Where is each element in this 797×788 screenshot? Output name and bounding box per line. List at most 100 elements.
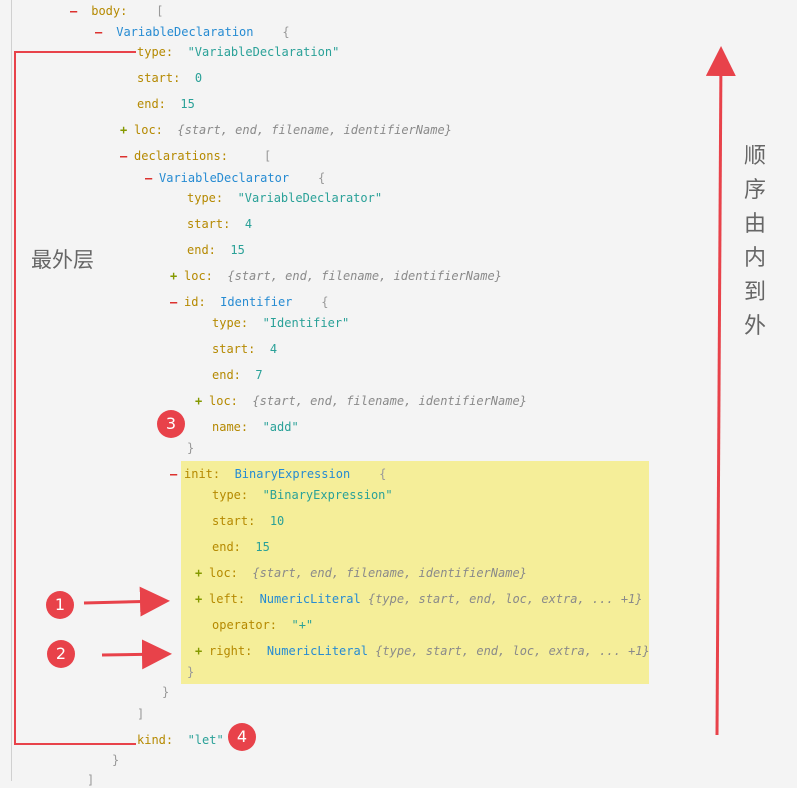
prop-key: loc: <box>184 269 213 283</box>
init-highlight <box>181 461 649 684</box>
prop-key: end: <box>137 97 166 111</box>
expand-toggle[interactable]: + <box>195 566 203 580</box>
close-brace: } <box>112 752 119 768</box>
prop-row: type: "VariableDeclarator" <box>187 190 382 206</box>
prop-key: name: <box>212 420 249 434</box>
brace: { <box>317 171 326 185</box>
prop-key: type: <box>187 191 224 205</box>
collapsed-summary[interactable]: {start, end, filename, identifierName} <box>227 269 502 283</box>
brace: } <box>162 685 170 699</box>
prop-key: type: <box>212 316 249 330</box>
prop-key: declarations: <box>134 149 228 163</box>
bracket: ] <box>87 773 95 787</box>
bracket: [ <box>264 149 272 163</box>
prop-row: name: "add" <box>212 419 299 435</box>
prop-row: operator: "+" <box>212 617 313 633</box>
prop-key: init: <box>184 467 221 481</box>
badge-2: 2 <box>47 640 75 668</box>
prop-key: start: <box>212 342 256 356</box>
prop-value: "let" <box>187 733 224 747</box>
brace: { <box>379 467 387 481</box>
brace: } <box>187 665 195 679</box>
outermost-label: 最外层 <box>31 248 94 272</box>
prop-row: end: 15 <box>137 96 195 112</box>
prop-row: kind: "let" <box>137 732 224 748</box>
brace: } <box>187 441 195 455</box>
prop-value: "Identifier" <box>262 316 350 330</box>
node-type[interactable]: BinaryExpression <box>234 467 351 481</box>
declarator-row: –VariableDeclarator { <box>145 170 325 186</box>
prop-row: start: 0 <box>137 70 202 86</box>
close-brace: } <box>162 684 169 700</box>
node-type[interactable]: Identifier <box>220 295 293 309</box>
prop-row: start: 4 <box>187 216 252 232</box>
prop-row: end: 7 <box>212 367 263 383</box>
close-brace: } <box>187 664 194 680</box>
bracket: ] <box>137 707 145 721</box>
prop-key: operator: <box>212 618 278 632</box>
prop-key: end: <box>187 243 216 257</box>
badge-4: 4 <box>228 723 256 751</box>
loc-row: +loc: {start, end, filename, identifierN… <box>120 122 452 138</box>
id-row: –id: Identifier { <box>170 294 329 310</box>
outermost-bracket-top <box>14 51 136 53</box>
collapse-toggle[interactable]: – <box>145 171 153 185</box>
collapsed-summary[interactable]: {type, start, end, loc, extra, ... +1} <box>375 644 650 658</box>
prop-key: end: <box>212 368 241 382</box>
prop-value: 0 <box>194 71 203 85</box>
prop-value: 15 <box>230 243 245 257</box>
prop-row: type: "Identifier" <box>212 315 349 331</box>
prop-value: "+" <box>291 618 314 632</box>
prop-key: start: <box>137 71 181 85</box>
prop-value: 4 <box>244 217 253 231</box>
expand-toggle[interactable]: + <box>195 592 203 606</box>
loc-row: + loc: {start, end, filename, identifierN… <box>195 393 527 409</box>
prop-key: start: <box>212 514 256 528</box>
brace: } <box>112 753 120 767</box>
node-type[interactable]: VariableDeclarator <box>159 171 290 185</box>
expand-toggle[interactable]: + <box>170 269 178 283</box>
outermost-bracket-side <box>14 51 16 745</box>
order-arrow <box>705 46 736 736</box>
prop-key: loc: <box>209 566 238 580</box>
prop-value: "BinaryExpression" <box>262 488 393 502</box>
node-type[interactable]: VariableDeclaration <box>116 25 254 39</box>
node-type[interactable]: NumericLiteral <box>266 644 368 658</box>
collapse-toggle[interactable]: – <box>120 149 128 163</box>
badge-3: 3 <box>157 410 185 438</box>
collapse-toggle[interactable]: – <box>95 25 103 39</box>
loc-row: + loc: {start, end, filename, identifierN… <box>195 565 527 581</box>
collapse-toggle[interactable]: – <box>170 295 178 309</box>
prop-key: type: <box>137 45 174 59</box>
prop-row: start: 4 <box>212 341 277 357</box>
outermost-bracket-bottom <box>14 743 136 745</box>
loc-row: + loc: {start, end, filename, identifierN… <box>170 268 502 284</box>
prop-key: loc: <box>209 394 238 408</box>
left-row: + left: NumericLiteral {type, start, end,… <box>195 591 643 607</box>
collapsed-summary[interactable]: {start, end, filename, identifierName} <box>177 123 452 137</box>
expand-toggle[interactable]: + <box>195 394 203 408</box>
close-bracket: ] <box>87 772 94 788</box>
declarations-row: –declarations: [ <box>120 148 271 164</box>
prop-key: end: <box>212 540 241 554</box>
body-row: – body: [ <box>70 3 164 19</box>
brace: { <box>321 295 329 309</box>
node-type[interactable]: NumericLiteral <box>259 592 361 606</box>
prop-key: right: <box>209 644 253 658</box>
close-bracket: ] <box>137 706 144 722</box>
prop-value: 10 <box>269 514 285 528</box>
init-row: –init: BinaryExpression { <box>170 466 386 482</box>
expand-toggle[interactable]: + <box>195 644 203 658</box>
prop-value: 4 <box>269 342 278 356</box>
collapsed-summary[interactable]: {start, end, filename, identifierName} <box>252 394 527 408</box>
collapsed-summary[interactable]: {type, start, end, loc, extra, ... +1} <box>367 592 643 606</box>
order-label: 顺序由内到外 <box>743 144 766 339</box>
collapse-toggle[interactable]: – <box>170 467 178 481</box>
expand-toggle[interactable]: + <box>120 123 128 137</box>
brace: { <box>282 25 290 39</box>
collapse-toggle[interactable]: – <box>70 4 78 18</box>
collapsed-summary[interactable]: {start, end, filename, identifierName} <box>252 566 527 580</box>
prop-key: kind: <box>137 733 174 747</box>
prop-key: left: <box>209 592 246 606</box>
